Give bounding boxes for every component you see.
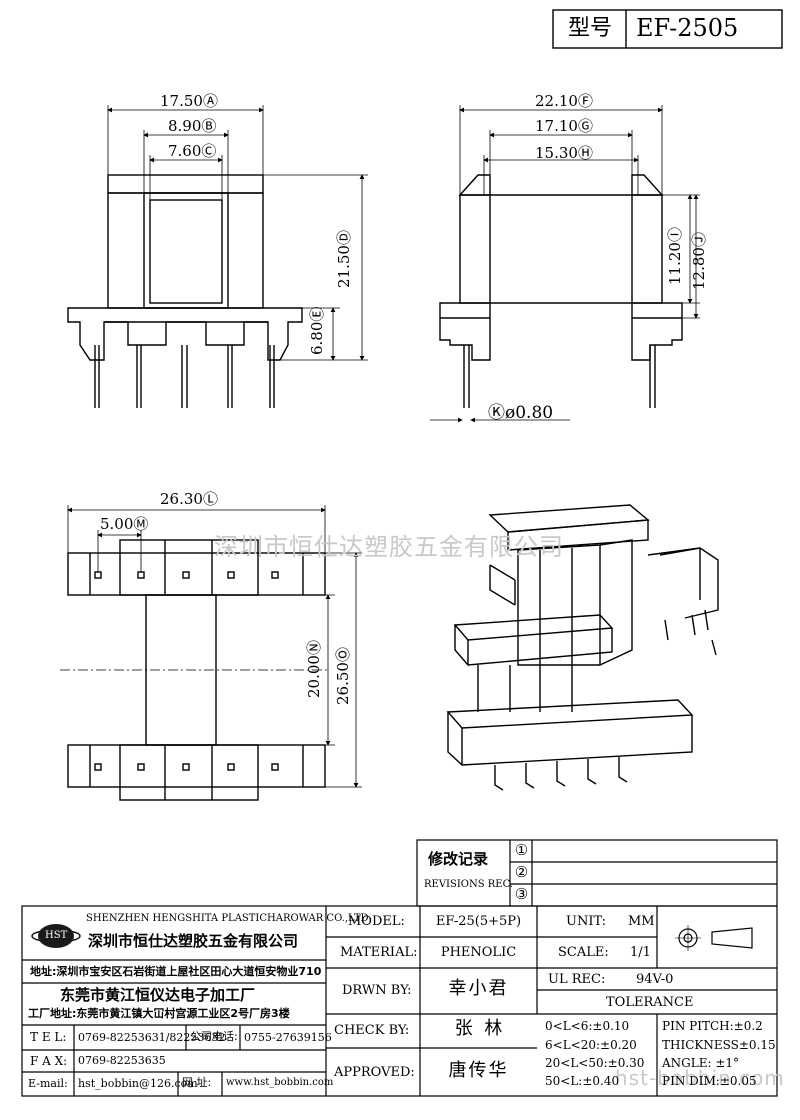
web-value[interactable]: www.hst_bobbin.com: [226, 1077, 334, 1088]
check-label: CHECK BY:: [334, 1023, 410, 1038]
company-name-en: SHENZHEN HENGSHITA PLASTICHAROWAR CO.,LT…: [86, 913, 369, 924]
dim-6-80: 6.80Ⓔ: [308, 306, 326, 355]
thickness: THICKNESS±0.15: [662, 1038, 776, 1052]
scale-value: 1/1: [630, 945, 651, 960]
email-label: E-mail:: [28, 1077, 68, 1090]
side-view: [430, 105, 700, 423]
material-value: PHENOLIC: [440, 945, 517, 960]
drawn-label: DRWN BY:: [342, 983, 412, 998]
dim-17-50: 17.50Ⓐ: [160, 92, 218, 110]
material-label: MATERIAL:: [340, 945, 418, 960]
model-label: MODEL:: [348, 914, 405, 929]
revision-row-3: ③: [514, 885, 529, 903]
dim-26-50: 26.50Ⓞ: [334, 647, 352, 705]
factory-name: 东莞市黄江恒仪达电子加工厂: [60, 986, 256, 1004]
factory-address: 工厂地址:东莞市黄江镇大冚村宫源工业区2号厂房3楼: [28, 1007, 290, 1020]
watermark-website: hst-bobbin.com: [615, 1066, 785, 1090]
unit-label: UNIT:: [566, 914, 607, 929]
dim-17-10: 17.10Ⓖ: [535, 117, 593, 135]
company-tel-value: 0755-27639156: [244, 1031, 332, 1044]
pin-pitch: PIN PITCH:±0.2: [662, 1019, 763, 1033]
type-label: 型号: [568, 16, 613, 41]
approved-value: 唐传华: [448, 1060, 509, 1081]
tel-label: T E L:: [30, 1030, 67, 1044]
fax-label: F A X:: [30, 1054, 68, 1068]
web-label: 网 址:: [182, 1076, 212, 1089]
watermark-company: 深圳市恒仕达塑胶五金有限公司: [214, 533, 564, 561]
dim-pin-diameter: Ⓚø0.80: [488, 403, 554, 423]
revisions-subtitle: REVISIONS REC.: [424, 879, 514, 890]
dim-20-00: 20.00Ⓝ: [305, 640, 323, 698]
tolerance-3: 20<L<50:±0.30: [545, 1056, 645, 1070]
company-tel-label: 公司电话:: [190, 1030, 238, 1043]
unit-value: MM: [628, 914, 655, 929]
revisions-title: 修改记录: [428, 850, 489, 868]
dim-7-60: 7.60Ⓒ: [168, 142, 217, 160]
ul-label: UL REC:: [548, 972, 606, 987]
angle: ANGLE: ±1°: [662, 1056, 740, 1070]
isometric-view: [446, 504, 719, 791]
fax-value: 0769-82253635: [78, 1054, 166, 1067]
tel-value: 0769-82253631/82253632: [78, 1031, 226, 1044]
front-view: [67, 105, 368, 408]
company-logo: [31, 924, 81, 948]
header-box: [552, 9, 783, 49]
dim-8-90: 8.90Ⓑ: [168, 117, 217, 135]
model-value: EF-25(5+5P): [435, 914, 522, 929]
revision-row-1: ①: [514, 841, 529, 859]
scale-label: SCALE:: [558, 945, 609, 960]
email-value[interactable]: hst_bobbin@126.com: [78, 1077, 198, 1090]
tolerance-2: 6<L<20:±0.20: [545, 1038, 637, 1052]
ul-value: 94V-0: [636, 972, 674, 987]
company-name-cn: 深圳市恒仕达塑胶五金有限公司: [88, 932, 299, 950]
tolerance-label: TOLERANCE: [606, 995, 694, 1010]
drawn-value: 幸小君: [448, 978, 509, 999]
model-number: EF-2505: [636, 14, 739, 42]
dim-22-10: 22.10Ⓕ: [535, 92, 593, 110]
top-view: [60, 505, 362, 801]
tolerance-1: 0<L<6:±0.10: [545, 1019, 630, 1033]
revision-row-2: ②: [514, 863, 529, 881]
dim-12-80: 12.80Ⓙ: [690, 232, 708, 290]
approved-label: APPROVED:: [334, 1065, 415, 1080]
company-address: 地址:深圳市宝安区石岩街道上屋社区田心大道恒安物业710: [30, 965, 322, 978]
check-value: 张 林: [454, 1018, 503, 1039]
title-block-grid: [21, 839, 778, 1097]
pin-dim: PIN DIM:±0.05: [662, 1074, 757, 1088]
logo-text: HST: [45, 930, 68, 941]
dim-15-30: 15.30Ⓗ: [535, 144, 593, 162]
dim-21-50: 21.50Ⓓ: [335, 230, 353, 288]
tolerance-4: 50<L:±0.40: [545, 1074, 620, 1088]
dim-5-00: 5.00Ⓜ: [100, 515, 149, 533]
dim-11-20: 11.20Ⓘ: [666, 227, 684, 285]
dim-26-30: 26.30Ⓛ: [160, 490, 218, 508]
